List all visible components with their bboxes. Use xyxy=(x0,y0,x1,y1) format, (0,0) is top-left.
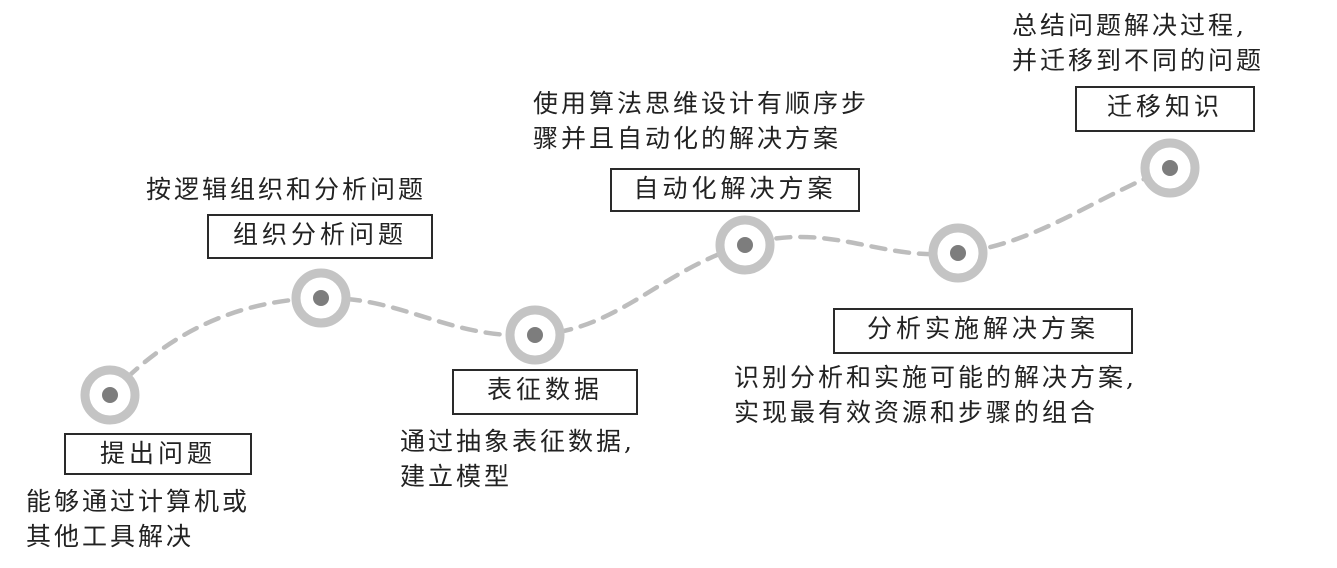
description-line: 并迁移到不同的问题 xyxy=(1012,46,1265,75)
stage-node-1 xyxy=(80,365,140,425)
description-line: 实现最有效资源和步骤的组合 xyxy=(734,398,1099,427)
stage-label: 迁移知识 xyxy=(1106,92,1223,121)
description-line: 建立模型 xyxy=(400,462,513,491)
node-dot xyxy=(102,387,118,403)
stage-label-box-5: 分析实施解决方案 xyxy=(833,308,1133,354)
stage-label: 分析实施解决方案 xyxy=(866,314,1099,343)
description-line: 总结问题解决过程, xyxy=(1012,11,1247,40)
description-line: 其他工具解决 xyxy=(26,522,195,551)
description-line: 通过抽象表征数据, xyxy=(400,427,635,456)
stage-description-1: 能够通过计算机或 其他工具解决 xyxy=(26,484,250,554)
stage-label: 自动化解决方案 xyxy=(633,174,837,203)
stage-label: 表征数据 xyxy=(486,375,603,404)
stage-description-3: 通过抽象表征数据, 建立模型 xyxy=(400,424,635,494)
description-line: 骤并且自动化的解决方案 xyxy=(533,124,842,153)
stage-description-5: 识别分析和实施可能的解决方案, 实现最有效资源和步骤的组合 xyxy=(734,360,1137,430)
stage-label: 提出问题 xyxy=(99,439,216,468)
stage-label-box-2: 组织分析问题 xyxy=(207,214,433,259)
stage-description-4: 使用算法思维设计有顺序步 骤并且自动化的解决方案 xyxy=(533,86,869,156)
node-dot xyxy=(1162,160,1178,176)
node-dot xyxy=(313,290,329,306)
node-dot xyxy=(527,327,543,343)
stage-node-5 xyxy=(928,223,988,283)
stage-label: 组织分析问题 xyxy=(232,220,407,249)
stage-label-box-3: 表征数据 xyxy=(452,369,638,415)
node-dot xyxy=(950,245,966,261)
stage-node-2 xyxy=(291,268,351,328)
description-line: 使用算法思维设计有顺序步 xyxy=(533,89,870,118)
stage-node-3 xyxy=(505,305,565,365)
description-line: 按逻辑组织和分析问题 xyxy=(146,175,427,204)
stage-description-6: 总结问题解决过程, 并迁移到不同的问题 xyxy=(1012,8,1264,78)
stage-node-4 xyxy=(715,215,775,275)
node-dot xyxy=(737,237,753,253)
stage-description-2: 按逻辑组织和分析问题 xyxy=(146,172,426,207)
stage-label-box-6: 迁移知识 xyxy=(1075,86,1255,132)
stage-node-6 xyxy=(1140,138,1200,198)
stage-label-box-4: 自动化解决方案 xyxy=(610,168,860,212)
description-line: 识别分析和实施可能的解决方案, xyxy=(734,363,1137,392)
description-line: 能够通过计算机或 xyxy=(26,487,251,516)
stage-label-box-1: 提出问题 xyxy=(64,433,252,475)
